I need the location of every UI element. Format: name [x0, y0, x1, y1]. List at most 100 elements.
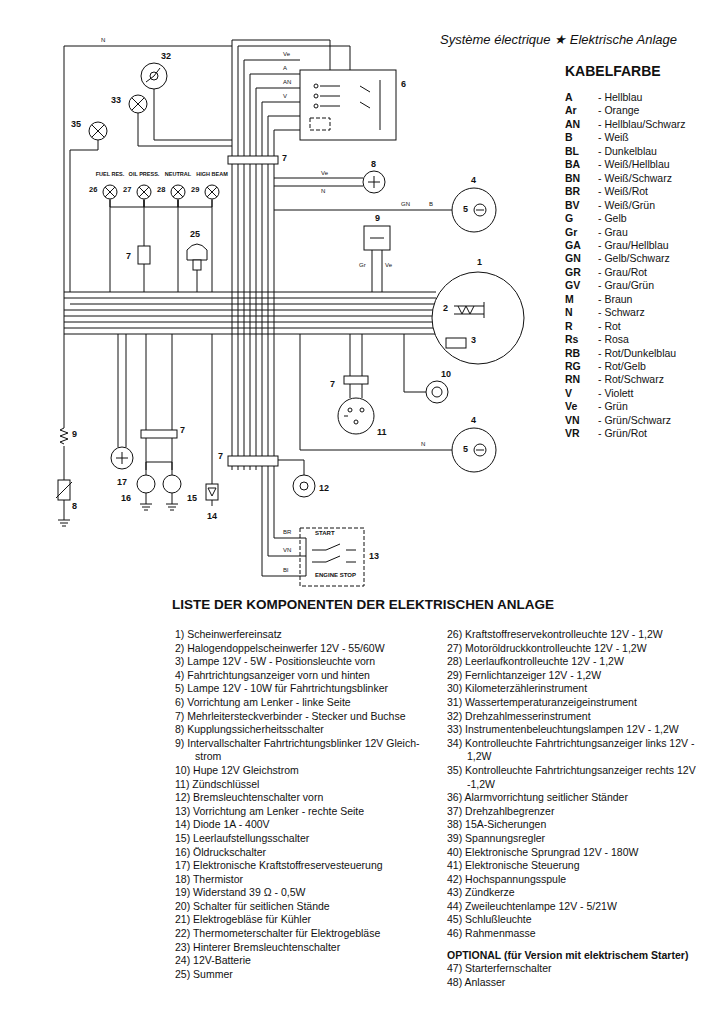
- ignition-switch: 11: [330, 392, 392, 444]
- wire-connector: [144, 200, 178, 207]
- color-code: GR: [565, 267, 581, 278]
- color-code: AN: [565, 119, 580, 130]
- flasher-symbol: 8: [360, 160, 390, 196]
- list-item: 3) Lampe 12V - 5W - Positionsleuchte vor…: [175, 655, 440, 669]
- color-name: - Weiß/Schwarz: [598, 173, 672, 184]
- indicator-lamp: FUEL RES.26: [82, 172, 127, 200]
- lamp-symbol: 33: [110, 92, 150, 116]
- callout-number: 8: [72, 502, 77, 511]
- wire-code: N: [420, 441, 426, 447]
- callout-number: 1: [476, 258, 483, 267]
- wire-bundle: [232, 40, 274, 576]
- handlebar-switch-outline: [300, 528, 378, 588]
- color-code: Ar: [565, 105, 577, 116]
- list-item: 4) Fahrtrichtungsanzeiger vorn und hinte…: [175, 669, 440, 683]
- indicator-lamp: HIGH BEAM29: [184, 172, 231, 200]
- color-code: Rs: [565, 334, 578, 345]
- wire-connector: [178, 200, 212, 207]
- color-code: BV: [565, 200, 580, 211]
- list-item: 42) Hochspannungsspule: [447, 873, 715, 887]
- callout-number: 27: [122, 186, 132, 194]
- wire-code: VN: [282, 547, 292, 553]
- callout-number: 6: [400, 80, 407, 89]
- turn-signal-lamp: 45: [436, 414, 502, 476]
- wire: [70, 89, 232, 292]
- wire-code: BR: [282, 529, 292, 535]
- turn-signal-lamp: 45: [436, 174, 502, 236]
- color-name: - Rot/Schwarz: [598, 374, 664, 385]
- wire-connector: [146, 462, 172, 470]
- color-code: N: [565, 307, 573, 318]
- list-item: 34) Kontrolleuchte Fahrtrichtungsanzeige…: [447, 737, 715, 764]
- handlebar-switch: STARTENGINE STOP13: [300, 528, 382, 588]
- color-name: - Rosa: [598, 334, 629, 345]
- color-code: GV: [565, 280, 580, 291]
- color-name: - Orange: [598, 105, 639, 116]
- callout-number: 7: [282, 154, 287, 163]
- color-code: A: [565, 92, 573, 103]
- color-name: - Grün/Rot: [598, 428, 647, 439]
- wire: [262, 538, 300, 576]
- list-item: 16) Öldruckschalter: [175, 846, 440, 860]
- key-heading: KABELFARBE: [565, 64, 661, 78]
- callout-number: 9: [374, 214, 381, 223]
- list-item: 2) Halogendoppelscheinwerfer 12V - 55/60…: [175, 642, 440, 656]
- callout-number: 2: [442, 304, 449, 313]
- callout-number: 5: [462, 205, 469, 214]
- color-name: - Grau/Hellblau: [598, 240, 669, 251]
- wire: [64, 46, 65, 520]
- callout-number: 7: [180, 426, 185, 435]
- callout-number: ENGINE STOP: [314, 572, 357, 578]
- list-item: 1) Scheinwerfereinsatz: [175, 628, 440, 642]
- list-item: 10) Hupe 12V Gleichstrom: [175, 764, 440, 778]
- multi-connector: [138, 246, 150, 264]
- list-item: 44) Zweileuchtenlampe 12V - 5/21W: [447, 900, 715, 914]
- color-name: - Rot/Dunkelblau: [598, 348, 676, 359]
- list-item: 12) Bremsleuchtenschalter vorn: [175, 791, 440, 805]
- list-item: 46) Rahmenmasse: [447, 927, 715, 941]
- list-item: 43) Zündkerze: [447, 886, 715, 900]
- callout-number: 32: [160, 52, 172, 61]
- multi-connector: [141, 430, 177, 438]
- parts-list-column: 26) Kraftstoffreservekontrolleuchte 12V …: [447, 628, 715, 989]
- color-code: B: [565, 132, 573, 143]
- color-code: BN: [565, 173, 580, 184]
- color-name: - Weiß/Grün: [598, 200, 655, 211]
- list-item: 24) 12V-Batterie: [175, 954, 440, 968]
- neutral-switch-outline: [160, 470, 200, 514]
- lamp-heading: NEUTRAL: [164, 172, 192, 178]
- multi-connector: [228, 456, 278, 466]
- callout-number: 11: [376, 428, 388, 437]
- parts-list-column: 1) Scheinwerfereinsatz2) Halogendoppelsc…: [175, 628, 440, 981]
- list-item: 32) Drehzahlmesserinstrument: [447, 710, 715, 724]
- switch-unit-outline: [300, 66, 412, 142]
- color-name: - Rot: [598, 321, 621, 332]
- color-code: Gr: [565, 227, 577, 238]
- list-item: 7) Mehrleitersteckverbinder - Stecker un…: [175, 710, 440, 724]
- color-code: VR: [565, 428, 580, 439]
- callout-number: 13: [368, 552, 380, 561]
- resistor-symbol: [60, 428, 68, 444]
- buzzer-symbol: 25: [185, 230, 209, 288]
- page-heading: Système électrique ★ Elektrische Anlage: [440, 33, 677, 46]
- wire-code: Ve: [384, 262, 393, 268]
- color-name: - Gelb/Schwarz: [598, 253, 670, 264]
- wire: [110, 199, 212, 292]
- callout-number: 3: [470, 336, 477, 345]
- list-item: 47) Starterfernschalter: [447, 962, 715, 976]
- callout-number: 33: [110, 96, 122, 105]
- thermistor-symbol: [56, 482, 72, 498]
- list-item: 17) Elektronische Kraftstoffreservesteue…: [175, 859, 440, 873]
- lamp-symbol: 35: [70, 118, 110, 144]
- wire: [118, 334, 304, 478]
- brake-switch: 12: [290, 470, 332, 506]
- lamp-heading: FUEL RES.: [95, 172, 126, 178]
- switch-unit: 6: [300, 66, 412, 142]
- multi-connector: [344, 376, 368, 384]
- sensor-symbol: 17: [108, 440, 138, 490]
- color-name: - Weiß/Hellblau: [598, 159, 670, 170]
- list-item: 26) Kraftstoffreservekontrolleuchte 12V …: [447, 628, 715, 642]
- callout-number: 8: [370, 160, 377, 169]
- color-code: R: [565, 321, 573, 332]
- neutral-switch: 15: [160, 470, 200, 514]
